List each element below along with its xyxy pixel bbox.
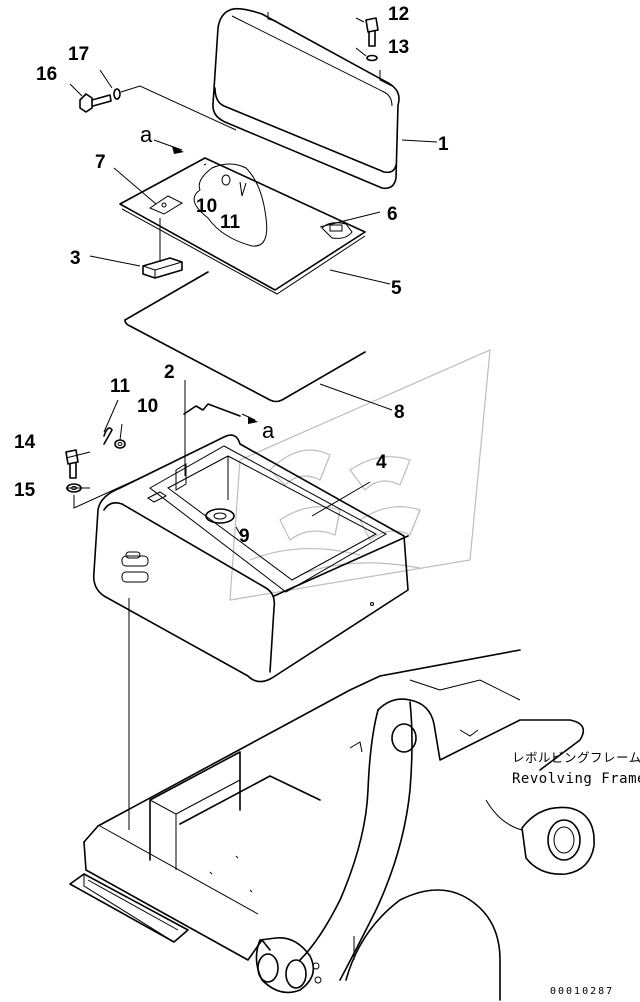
- callout-13: 13: [388, 37, 409, 58]
- arrow-marks: [172, 146, 258, 424]
- pin-11-lower: [103, 427, 113, 445]
- callout-10-lower: 10: [137, 396, 158, 417]
- callout-8: 8: [394, 402, 405, 423]
- callout-4: 4: [376, 452, 387, 473]
- mount-line-16: [120, 85, 237, 131]
- callout-9: 9: [239, 526, 250, 547]
- callout-1: 1: [438, 134, 449, 155]
- cover-plate: [119, 157, 366, 295]
- revolving-frame: [69, 649, 595, 1001]
- seal-gasket: [124, 271, 366, 403]
- callout-14: 14: [14, 432, 36, 453]
- washer-17: [113, 88, 121, 100]
- leader-lines: [65, 17, 438, 830]
- bolt-12: [365, 17, 379, 47]
- washer-13: [366, 54, 378, 62]
- callout-12: 12: [388, 4, 409, 25]
- callout-7: 7: [95, 152, 106, 173]
- callout-11-lower: 11: [110, 376, 131, 397]
- bolt-16: [79, 93, 112, 113]
- washer-10-lower: [114, 439, 126, 449]
- callout-6: 6: [387, 204, 398, 225]
- callout-10-upper: 10: [196, 196, 217, 217]
- drawing-code: 00010287: [550, 986, 614, 997]
- callout-17: 17: [68, 44, 89, 65]
- callout-11-upper: 11: [220, 212, 241, 233]
- reference-mark-lower: a: [262, 418, 275, 443]
- bolt-14: [65, 449, 79, 479]
- wire-pin-2: [183, 403, 241, 417]
- callout-5: 5: [391, 278, 402, 299]
- backrest-cushion: [212, 7, 400, 190]
- reference-mark-upper: a: [140, 122, 153, 147]
- callout-15: 15: [14, 480, 36, 501]
- callout-2: 2: [164, 362, 175, 383]
- frame-label-japanese: レボルビングフレーム: [512, 750, 640, 765]
- callout-3: 3: [70, 248, 81, 269]
- frame-label-english: Revolving Frame: [512, 771, 640, 787]
- seat-box: [92, 434, 409, 683]
- callout-16: 16: [36, 64, 57, 85]
- block-3: [142, 257, 183, 279]
